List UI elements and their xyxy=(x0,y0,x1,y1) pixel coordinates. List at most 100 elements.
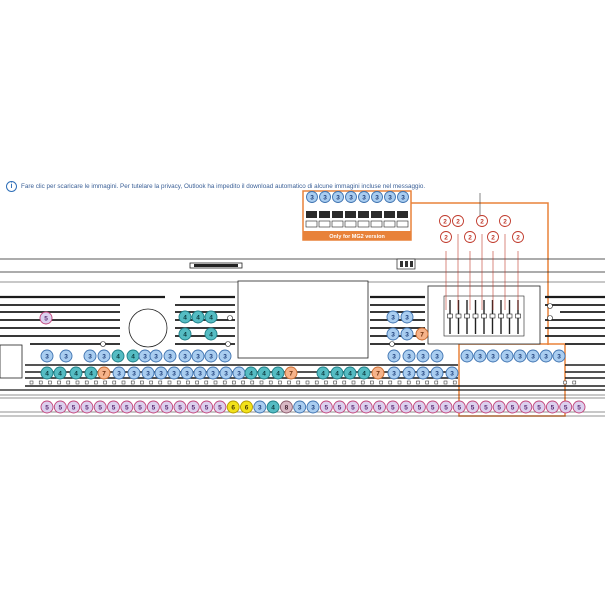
callout-bubble-5: 5 xyxy=(53,400,67,414)
bubble-label: 3 xyxy=(298,404,302,411)
callout-bubble-3: 3 xyxy=(167,366,181,380)
bubble-label: 5 xyxy=(324,404,328,411)
callout-bubble-4: 4 xyxy=(204,327,218,341)
bubble-circle xyxy=(402,366,416,380)
callout-bubble-3: 3 xyxy=(232,366,246,380)
bubble-circle xyxy=(499,215,511,227)
bubble-label: 5 xyxy=(537,404,541,411)
bubble-circle xyxy=(357,366,371,380)
bubble-circle xyxy=(439,400,453,414)
bubble-circle xyxy=(191,310,205,324)
callout-bubble-3: 3 xyxy=(83,349,97,363)
callout-bubble-4: 4 xyxy=(69,366,83,380)
slider-cap xyxy=(489,313,496,319)
bubble-label: 4 xyxy=(196,314,200,321)
panel-knob xyxy=(547,303,553,309)
panel-marker xyxy=(259,380,264,385)
bubble-label: 5 xyxy=(378,404,382,411)
panel-marker xyxy=(434,380,439,385)
bubble-label: 3 xyxy=(88,353,92,360)
bubble-label: 3 xyxy=(421,370,425,377)
bubble-circle xyxy=(399,400,413,414)
callout-bubble-3: 3 xyxy=(416,366,430,380)
panel-marker xyxy=(379,380,383,385)
bubble-circle xyxy=(492,400,506,414)
bubble-circle xyxy=(464,231,476,243)
bubble-circle xyxy=(512,231,524,243)
bubble-label: 3 xyxy=(185,370,189,377)
panel-lines xyxy=(0,295,605,391)
image-download-notice[interactable]: i Fare clic per scaricare le immagini. P… xyxy=(6,179,425,193)
callout-bubble-3: 3 xyxy=(178,349,192,363)
panel-marker xyxy=(416,380,420,385)
bubble-label: 4 xyxy=(45,370,49,377)
bubble-circle xyxy=(358,191,370,203)
panel-knob xyxy=(225,341,231,347)
callout-bubble-2: 2 xyxy=(439,215,451,227)
bubble-label: 5 xyxy=(364,404,368,411)
bubble-circle xyxy=(40,400,54,414)
bubble-circle xyxy=(244,366,258,380)
mg2-key xyxy=(383,220,396,228)
bubble-circle xyxy=(426,400,440,414)
bubble-circle xyxy=(226,400,240,414)
bubble-circle xyxy=(572,400,586,414)
slider-cap xyxy=(515,313,521,319)
callout-bubble-5: 5 xyxy=(146,400,160,414)
panel-marker xyxy=(130,380,135,385)
callout-bubble-3: 3 xyxy=(500,349,514,363)
panel-marker xyxy=(232,380,236,385)
panel-marker xyxy=(112,380,117,385)
bubble-circle xyxy=(40,349,54,363)
bubble-circle xyxy=(240,400,253,414)
bubble-label: 2 xyxy=(443,218,447,225)
callout-bubble-3: 3 xyxy=(460,349,474,363)
callout-bubble-5: 5 xyxy=(120,400,134,414)
bubble-circle xyxy=(445,366,459,380)
bubble-circle xyxy=(486,349,500,363)
callout-bubble-7: 7 xyxy=(284,366,298,380)
bubble-label: 3 xyxy=(154,353,158,360)
callout-bubble-5: 5 xyxy=(492,400,506,414)
bubble-circle xyxy=(387,349,401,363)
callout-bubble-5: 5 xyxy=(399,400,413,414)
bubble-circle xyxy=(84,366,98,380)
left-jack xyxy=(0,344,23,379)
callout-bubble-3: 3 xyxy=(384,191,396,203)
mg2-key xyxy=(332,211,343,218)
panel-marker xyxy=(305,380,310,385)
bubble-circle xyxy=(83,349,97,363)
panel-marker xyxy=(94,380,98,385)
bubble-circle xyxy=(146,400,160,414)
bubble-label: 5 xyxy=(444,404,448,411)
panel-marker xyxy=(149,380,153,385)
bubble-circle xyxy=(306,191,318,203)
callout-bubble-5: 5 xyxy=(426,400,440,414)
panel-marker xyxy=(324,380,328,385)
panel-marker xyxy=(296,380,301,385)
callout-bubble-3: 3 xyxy=(386,310,400,324)
bubble-circle xyxy=(476,215,488,227)
bubble-label: 3 xyxy=(375,194,379,201)
callout-bubble-5: 5 xyxy=(439,400,453,414)
callout-bubble-5: 5 xyxy=(545,400,559,414)
panel-marker xyxy=(84,380,89,385)
callout-bubble-3: 3 xyxy=(430,349,444,363)
bubble-label: 5 xyxy=(44,315,48,322)
bubble-circle xyxy=(330,366,344,380)
panel-marker xyxy=(158,380,163,385)
bubble-label: 5 xyxy=(178,404,182,411)
bubble-label: 2 xyxy=(468,234,472,241)
bubble-label: 3 xyxy=(531,353,535,360)
callout-bubble-3: 3 xyxy=(293,400,307,414)
callout-bubble-4: 4 xyxy=(178,310,192,324)
callout-bubble-4: 4 xyxy=(84,366,98,380)
panel-marker xyxy=(342,380,347,385)
bubble-label: 5 xyxy=(457,404,461,411)
bubble-label: 5 xyxy=(404,404,408,411)
bubble-label: 3 xyxy=(310,194,314,201)
bubble-circle xyxy=(359,400,373,414)
bubble-label: 3 xyxy=(392,353,396,360)
mg2-label: Only for MG2 version xyxy=(329,234,385,240)
bubble-circle xyxy=(332,191,344,203)
